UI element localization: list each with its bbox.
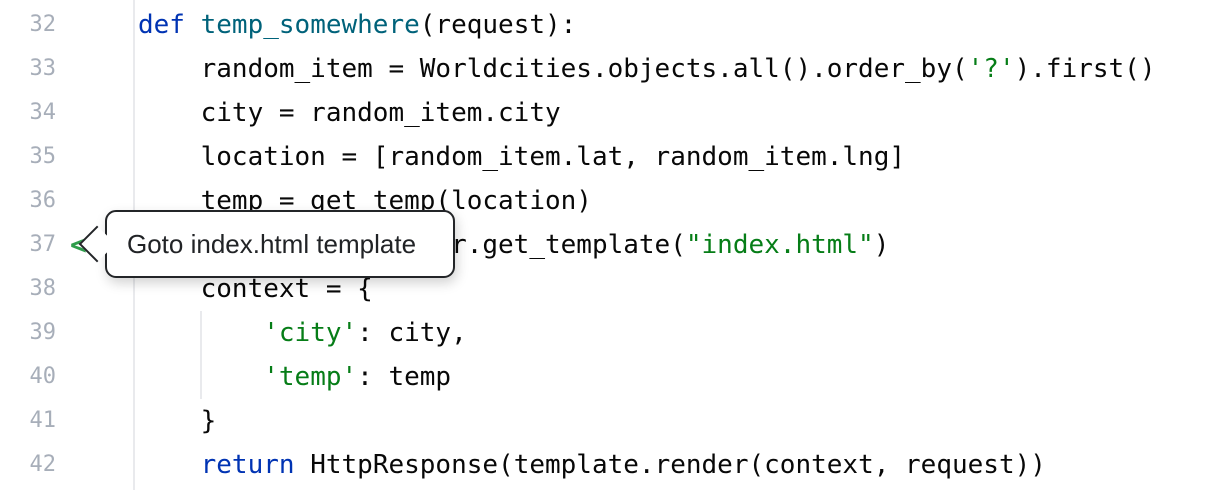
line-number: 36	[29, 188, 57, 213]
code-text: 'city': city,	[263, 318, 467, 348]
line-number: 41	[29, 408, 57, 433]
code-line[interactable]: 33 random_item = Worldcities.objects.all…	[0, 47, 1232, 91]
line-number: 35	[29, 144, 57, 169]
line-number: 40	[29, 364, 57, 389]
code-line[interactable]: 38 context = {	[0, 267, 1232, 311]
code-line[interactable]: 32 def temp_somewhere(request):	[0, 3, 1232, 47]
code-line[interactable]: 41 }	[0, 399, 1232, 443]
line-number: 33	[29, 56, 57, 81]
line-number: 39	[29, 320, 57, 345]
code-line[interactable]: 39 'city': city,	[0, 311, 1232, 355]
code-line[interactable]: 40 'temp': temp	[0, 355, 1232, 399]
line-number: 38	[29, 276, 57, 301]
code-line[interactable]: 42 return HttpResponse(template.render(c…	[0, 443, 1232, 487]
line-number: 32	[29, 12, 57, 37]
line-number: 34	[29, 100, 57, 125]
line-number: 42	[29, 452, 57, 477]
code-text: location = [random_item.lat, random_item…	[138, 142, 906, 172]
code-text: city = random_item.city	[138, 98, 561, 128]
code-text: def temp_somewhere(request):	[138, 10, 577, 40]
tooltip-text: Goto index.html template	[127, 229, 417, 259]
code-text: 'temp': temp	[263, 362, 452, 392]
tooltip-balloon	[105, 210, 455, 278]
code-line[interactable]: 34 city = random_item.city	[0, 91, 1232, 135]
code-text: context = {	[138, 274, 373, 304]
line-number: 37	[29, 232, 57, 257]
code-text: random_item = Worldcities.objects.all().…	[138, 54, 1156, 84]
code-text: }	[138, 406, 217, 436]
indent-guide	[200, 311, 202, 399]
code-line[interactable]: 35 location = [random_item.lat, random_i…	[0, 135, 1232, 179]
code-text: return HttpResponse(template.render(cont…	[200, 450, 1046, 480]
